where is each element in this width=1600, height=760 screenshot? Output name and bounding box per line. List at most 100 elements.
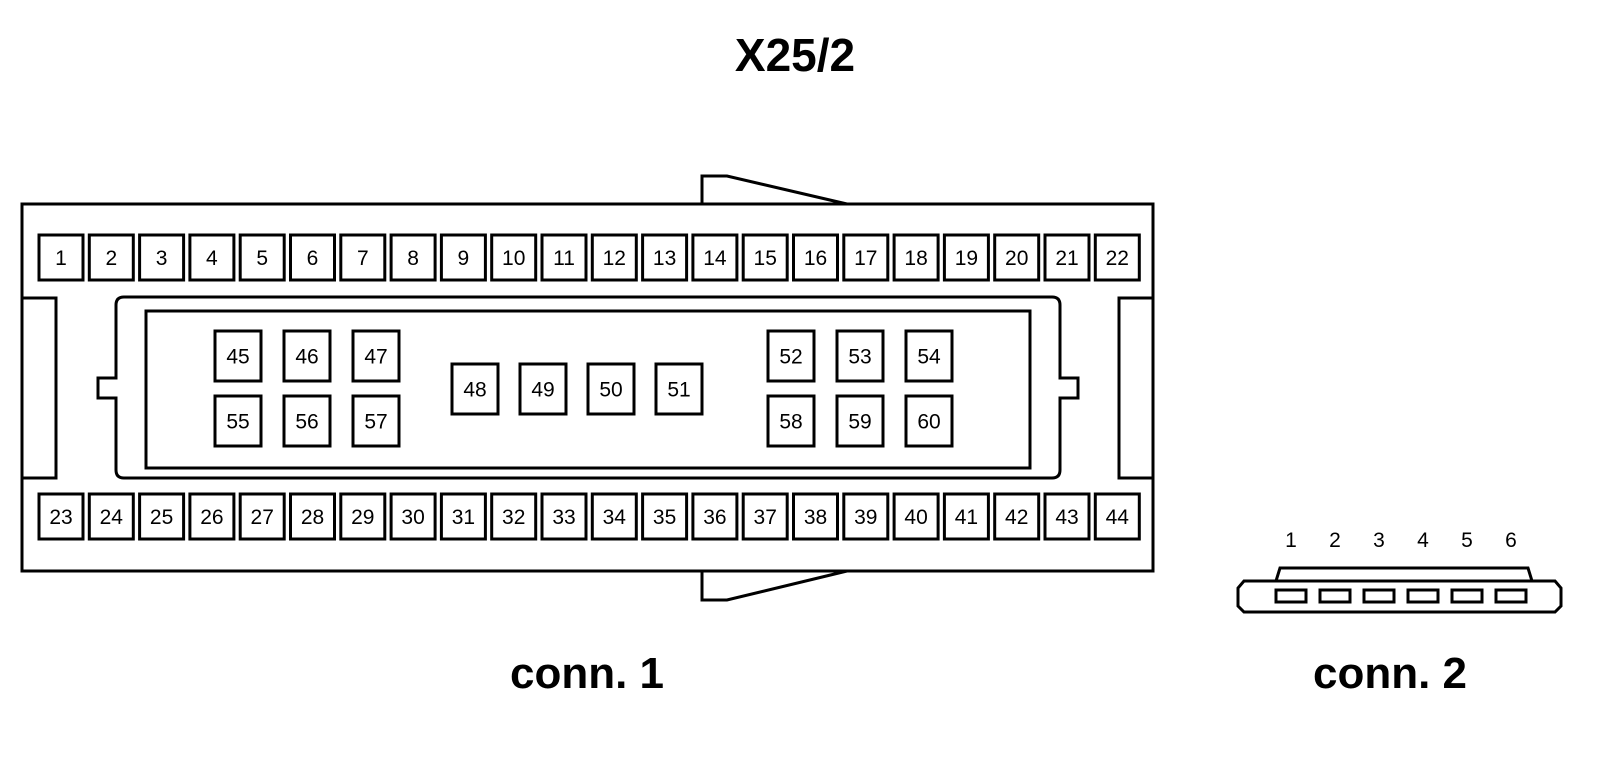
pin-26: 26 — [188, 492, 236, 541]
pin-35: 35 — [641, 492, 689, 541]
pin-box — [904, 329, 954, 383]
pin-number: 52 — [779, 346, 802, 369]
pin-number: 20 — [1005, 247, 1028, 270]
connector-1-label: conn. 1 — [510, 649, 664, 698]
pin-4: 4 — [188, 233, 236, 282]
diagram-title: X25/2 — [735, 29, 855, 81]
pin-number: 2 — [105, 247, 117, 270]
pin-number: 31 — [452, 506, 475, 529]
pin-31: 31 — [439, 492, 487, 541]
pin-60: 60 — [904, 394, 954, 448]
pin-39: 39 — [842, 492, 890, 541]
pin-box — [741, 492, 789, 541]
pin-box — [1043, 492, 1091, 541]
pin-number: 27 — [251, 506, 274, 529]
pin-box — [590, 233, 638, 282]
pin-48: 48 — [450, 362, 500, 416]
pin-box — [540, 492, 588, 541]
pin-box — [339, 233, 387, 282]
pin-number: 35 — [653, 506, 676, 529]
pin-box — [691, 492, 739, 541]
pin-box — [942, 492, 990, 541]
pin-box — [892, 233, 940, 282]
conn2-pin-number: 2 — [1329, 529, 1341, 552]
pin-number: 40 — [904, 506, 927, 529]
conn2-pin-number: 4 — [1417, 529, 1429, 552]
pin-19: 19 — [942, 233, 990, 282]
pin-number: 7 — [357, 247, 369, 270]
pin-44: 44 — [1093, 492, 1141, 541]
pin-53: 53 — [835, 329, 885, 383]
pin-37: 37 — [741, 492, 789, 541]
pin-41: 41 — [942, 492, 990, 541]
pin-number: 39 — [854, 506, 877, 529]
pin-number: 24 — [100, 506, 124, 529]
pin-box — [282, 329, 332, 383]
pin-box — [238, 233, 286, 282]
pin-13: 13 — [641, 233, 689, 282]
pin-number: 6 — [307, 247, 319, 270]
pin-8: 8 — [389, 233, 437, 282]
pin-box — [213, 329, 263, 383]
pin-23: 23 — [37, 492, 85, 541]
pin-57: 57 — [351, 394, 401, 448]
conn2-pin-slot — [1450, 588, 1484, 604]
pin-30: 30 — [389, 492, 437, 541]
pin-box — [892, 492, 940, 541]
pin-number: 28 — [301, 506, 324, 529]
pin-number: 22 — [1106, 247, 1129, 270]
conn2-pin-number: 1 — [1285, 529, 1297, 552]
inner-cavity — [96, 295, 1080, 480]
pin-number: 13 — [653, 247, 676, 270]
pin-box — [518, 362, 568, 416]
pin-box — [490, 233, 538, 282]
conn2-pin-slot — [1406, 588, 1440, 604]
pin-54: 54 — [904, 329, 954, 383]
pin-number: 43 — [1055, 506, 1078, 529]
pin-number: 57 — [364, 411, 387, 434]
pin-34: 34 — [590, 492, 638, 541]
pin-box — [691, 233, 739, 282]
pin-47: 47 — [351, 329, 401, 383]
pin-12: 12 — [590, 233, 638, 282]
pin-number: 3 — [156, 247, 168, 270]
pin-45: 45 — [213, 329, 263, 383]
pin-box — [993, 233, 1041, 282]
pin-49: 49 — [518, 362, 568, 416]
pin-number: 11 — [553, 247, 575, 270]
pin-box — [339, 492, 387, 541]
top-latch — [700, 174, 848, 206]
pin-14: 14 — [691, 233, 739, 282]
pin-box — [289, 492, 336, 541]
pin-number: 16 — [804, 247, 827, 270]
conn2-pin-slot — [1318, 588, 1352, 604]
connector-2-label: conn. 2 — [1313, 649, 1467, 698]
conn2-pin-number: 6 — [1505, 529, 1517, 552]
pin-box — [351, 394, 401, 448]
pin-number: 41 — [955, 506, 978, 529]
pin-box — [641, 492, 689, 541]
pin-box — [490, 492, 538, 541]
pin-21: 21 — [1043, 233, 1091, 282]
pin-55: 55 — [213, 394, 263, 448]
pin-15: 15 — [741, 233, 789, 282]
pin-box — [188, 233, 236, 282]
pin-box — [654, 362, 704, 416]
pin-box — [766, 329, 816, 383]
pin-28: 28 — [289, 492, 336, 541]
pin-box — [439, 492, 487, 541]
connector-2 — [1236, 566, 1563, 614]
pin-6: 6 — [289, 233, 336, 282]
pin-box — [540, 233, 588, 282]
pin-9: 9 — [439, 233, 487, 282]
pin-box — [138, 233, 186, 282]
pin-52: 52 — [766, 329, 816, 383]
pin-box — [590, 492, 638, 541]
bottom-latch — [700, 569, 848, 602]
pin-box — [835, 394, 885, 448]
pin-number: 51 — [667, 379, 690, 402]
